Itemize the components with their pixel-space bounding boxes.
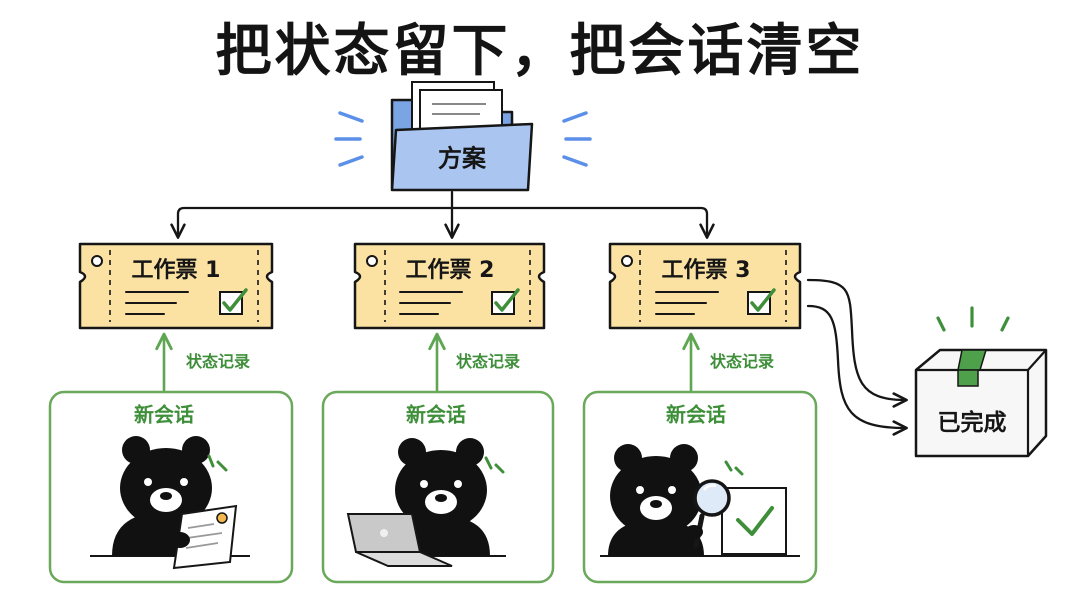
session-label-2: 新会话 — [406, 402, 466, 427]
page-title: 把状态留下，把会话清空 — [215, 19, 865, 84]
ticket-label-3: 工作票 3 — [661, 258, 751, 283]
state-record-label-2: 状态记录 — [455, 352, 521, 371]
bear-typing-icon — [346, 438, 506, 567]
ticket-label-2: 工作票 2 — [405, 258, 495, 283]
box-icon — [914, 306, 1048, 458]
session-label-3: 新会话 — [666, 402, 726, 427]
ticket-label-1: 工作票 1 — [131, 258, 221, 283]
spark-icon — [334, 111, 592, 167]
folder-label: 方案 — [438, 144, 486, 173]
state-record-label-3: 状态记录 — [709, 352, 775, 371]
state-record-label-1: 状态记录 — [185, 352, 251, 371]
done-arrows — [806, 278, 908, 436]
bear-reading-icon — [90, 436, 250, 570]
branch-arrows — [170, 190, 715, 239]
state-arrows — [155, 332, 700, 392]
bear-inspecting-icon — [600, 444, 800, 557]
ticket-card-1 — [78, 242, 274, 330]
session-label-1: 新会话 — [134, 402, 194, 427]
folder-icon — [334, 81, 592, 192]
ticket-card-3 — [608, 242, 802, 330]
ticket-card-2 — [353, 242, 546, 330]
done-label: 已完成 — [937, 410, 1007, 436]
